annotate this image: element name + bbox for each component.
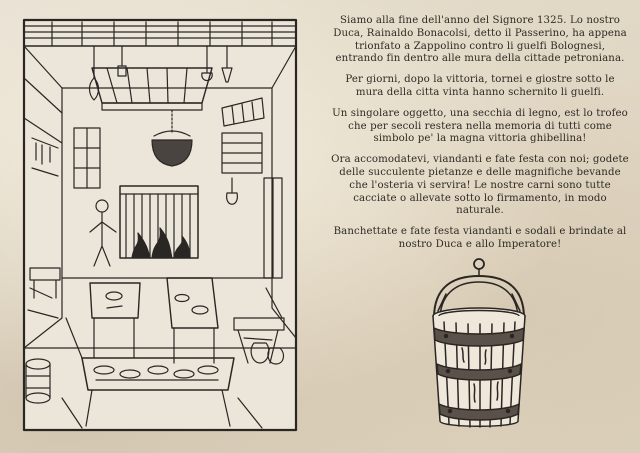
wooden-bucket-illustration	[420, 256, 538, 436]
story-text: Siamo alla fine dell'anno del Signore 13…	[330, 15, 630, 260]
story-paragraph-intro: Siamo alla fine dell'anno del Signore 13…	[333, 15, 627, 65]
story-paragraph-tournaments: Per giorni, dopo la vittoria, tornei e g…	[345, 74, 615, 98]
story-paragraph-trophy: Un singolare oggetto, una secchia di leg…	[332, 107, 628, 145]
story-paragraph-invitation: Ora accomodatevi, viandanti e fate festa…	[331, 154, 629, 217]
story-paragraph-toast: Banchettate e fate festa viandanti e sod…	[333, 226, 627, 250]
woodcut-kitchen-illustration	[22, 18, 298, 432]
